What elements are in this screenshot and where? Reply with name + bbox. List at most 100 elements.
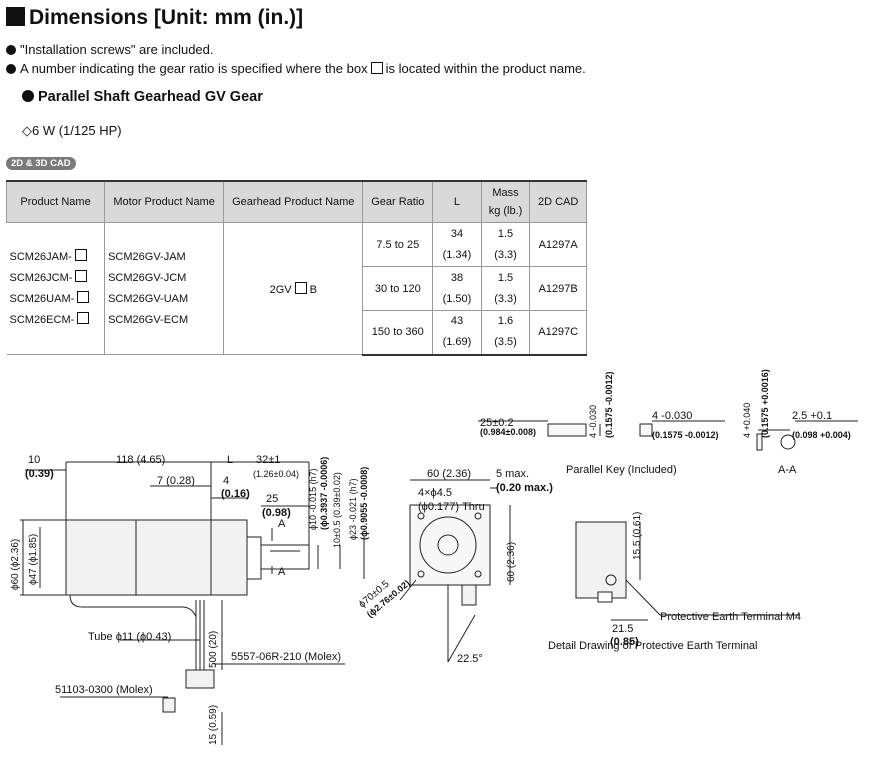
svg-text:(0.20 max.): (0.20 max.) [496,482,553,494]
connector-51103 [162,697,176,713]
holes-in-label: (ϕ0.177) Thru [418,501,485,513]
pilot-circle [419,516,477,574]
bullet-icon [6,64,16,74]
svg-text:4 +0.040: 4 +0.040 [742,403,752,438]
note-screws: "Installation screws" are included. [6,42,214,57]
svg-text:60 (2.36): 60 (2.36) [506,542,517,582]
svg-text:(0.85): (0.85) [610,636,639,648]
svg-text:5 max.: 5 max. [496,468,529,480]
svg-text:10±0.5 (0.39±0.02): 10±0.5 (0.39±0.02) [332,472,342,548]
svg-text:118 (4.65): 118 (4.65) [116,454,165,466]
section-aa-label: A-A [778,464,797,476]
gear-flange [210,519,248,596]
svg-text:ϕ47 (ϕ1.85): ϕ47 (ϕ1.85) [28,534,39,585]
col-gear-ratio: Gear Ratio [362,180,434,223]
section-subtitle: Parallel Shaft Gearhead GV Gear [22,89,263,105]
svg-text:(0.1575 -0.0012): (0.1575 -0.0012) [604,371,614,438]
col-gearhead-product-name: Gearhead Product Name [223,180,364,223]
col-2d-cad: 2D CAD [529,180,587,223]
bullet-icon [6,45,16,55]
cad-badge[interactable]: 2D & 3D CAD [6,157,76,170]
lead-wire [69,594,197,618]
svg-text:(ϕ0.3937 -0.0006): (ϕ0.3937 -0.0006) [319,457,329,530]
pe-terminal-circle [605,574,617,586]
square-icon [6,7,25,26]
pe-screw [597,591,613,603]
tube-label: Tube ϕ11 (ϕ0.43) [88,631,171,643]
molex-51103-label: 51103-0300 (Molex) [55,684,153,696]
svg-text:(0.984±0.008): (0.984±0.008) [480,427,536,437]
svg-text:21.5: 21.5 [612,623,633,635]
section-mark-a: A [278,566,286,578]
motor-body [65,519,137,596]
box-icon [75,269,88,282]
power-rating: ◇6 W (1/125 HP) [22,123,122,138]
motor-names: SCM26GV-JAM SCM26GV-JCM SCM26GV-UAM SCM2… [104,222,225,355]
svg-text:(0.39): (0.39) [25,468,54,480]
cable-outlet [461,584,477,606]
mounting-hole [474,512,482,520]
mounting-hole [417,512,425,520]
cad-link[interactable]: A1297B [529,266,587,311]
svg-text:(0.1575 -0.0012): (0.1575 -0.0012) [652,430,719,440]
svg-text:2.5 +0.1: 2.5 +0.1 [792,410,832,422]
angle-label: 22.5° [457,653,483,665]
svg-text:500 (20): 500 (20) [208,631,219,668]
shaft [260,544,310,570]
svg-text:(ϕ0.9055 -0.0008): (ϕ0.9055 -0.0008) [359,467,369,540]
svg-text:15.5 (0.61): 15.5 (0.61) [632,512,643,560]
connector-5557 [185,669,215,689]
mounting-hole [417,570,425,578]
svg-text:4 -0.030: 4 -0.030 [652,410,692,422]
svg-text:7 (0.28): 7 (0.28) [157,475,195,487]
box-icon [370,62,383,74]
note-gear-ratio: A number indicating the gear ratio is sp… [6,61,586,76]
key-section [756,433,763,451]
parallel-key-side [547,423,587,437]
pe-detail-label: Detail Drawing of Protective Earth Termi… [548,640,758,652]
box-icon [294,281,307,294]
svg-text:ϕ60 (ϕ2.36): ϕ60 (ϕ2.36) [10,539,21,590]
svg-text:(1.26±0.04): (1.26±0.04) [253,469,299,479]
bullet-icon [22,90,34,102]
pe-detail-body [575,521,627,599]
shaft-section [780,434,796,450]
cad-link[interactable]: A1297A [529,222,587,267]
product-names: SCM26JAM- SCM26JCM- SCM26UAM- SCM26ECM- [6,222,106,355]
mounting-hole [474,570,482,578]
box-icon [74,248,87,261]
cable-bundle [195,600,205,670]
svg-text:10: 10 [28,454,40,466]
svg-text:4: 4 [223,475,229,487]
svg-text:15 (0.59): 15 (0.59) [208,705,219,745]
product-table: Product Name Motor Product Name Gearhead… [5,180,587,356]
svg-text:25±0.2: 25±0.2 [480,417,514,429]
svg-text:(0.98): (0.98) [262,507,291,519]
table-row: 150 to 360 43(1.69) 1.6(3.5) A1297C [7,310,587,356]
col-product-name: Product Name [5,180,106,223]
svg-text:32±1: 32±1 [256,454,280,466]
svg-text:25: 25 [266,493,278,505]
svg-text:L: L [227,454,233,466]
table-row: SCM26JAM- SCM26JCM- SCM26UAM- SCM26ECM- … [6,222,587,355]
box-icon [77,290,90,303]
gearhead-body [135,519,212,596]
table-header-row: Product Name Motor Product Name Gearhead… [5,180,587,223]
parallel-key-end [639,423,653,437]
boss [246,536,262,580]
cad-link[interactable]: A1297C [529,310,587,356]
molex-5557-label: 5557-06R-210 (Molex) [231,651,341,663]
parallel-key-label: Parallel Key (Included) [566,464,677,476]
svg-text:(0.16): (0.16) [221,488,250,500]
svg-text:(0.1575 +0.0016): (0.1575 +0.0016) [760,369,770,438]
svg-text:(0.098 +0.004): (0.098 +0.004) [792,430,851,440]
box-icon [77,311,90,324]
page-title: Dimensions [Unit: mm (in.)] [6,6,303,30]
section-mark-a: A [278,518,286,530]
svg-text:4 -0.030: 4 -0.030 [588,405,598,438]
col-l: L [432,180,482,223]
pe-terminal-label: Protective Earth Terminal M4 [660,611,801,623]
